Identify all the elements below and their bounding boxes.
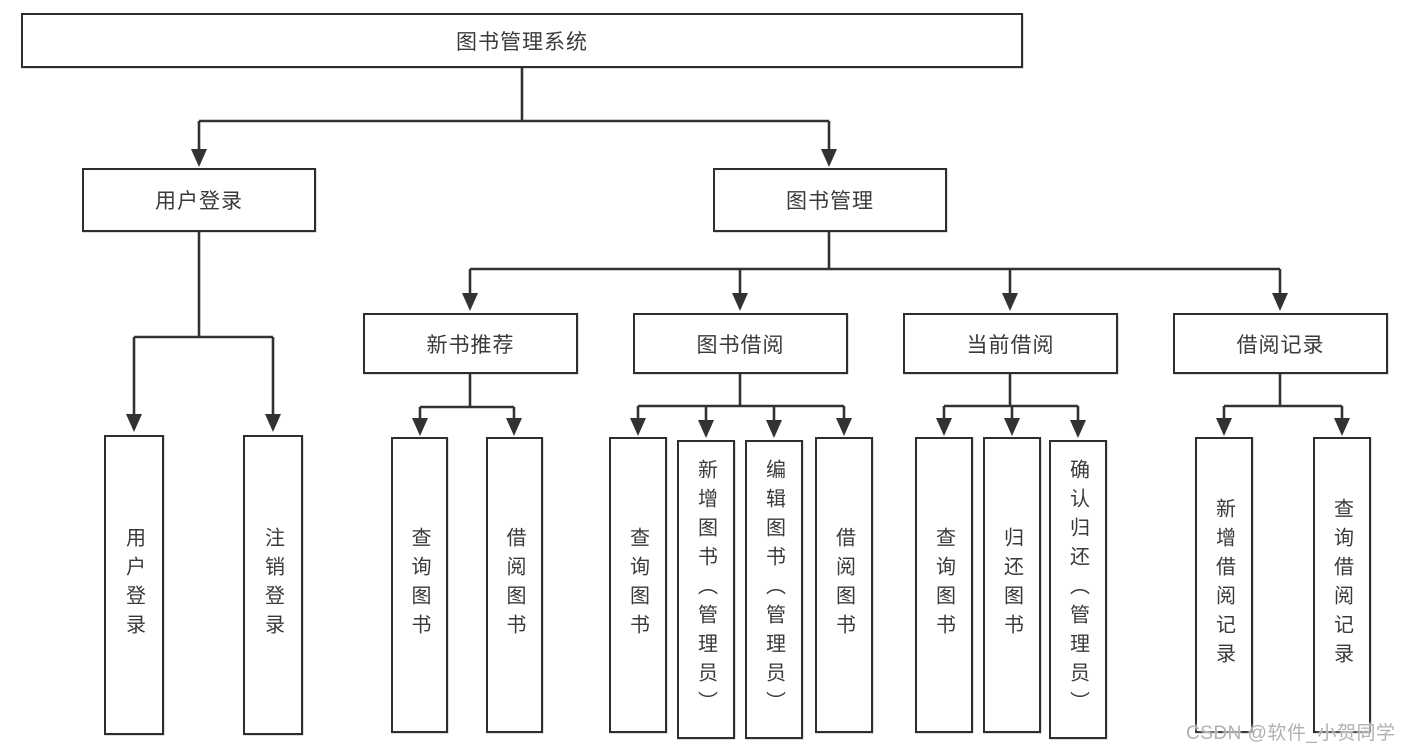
leaf-logout: 注销登录 — [243, 435, 303, 735]
leaf-query-borrow-record: 查询借阅记录 — [1313, 437, 1371, 733]
node-book-management: 图书管理 — [713, 168, 947, 232]
leaf-user-login: 用户登录 — [104, 435, 164, 735]
node-user-login: 用户登录 — [82, 168, 316, 232]
leaf-add-borrow-record: 新增借阅记录 — [1195, 437, 1253, 733]
node-current-borrowing: 当前借阅 — [903, 313, 1118, 374]
watermark-csdn: CSDN @软件_小贺同学 — [1186, 723, 1396, 744]
leaf-query-books-recommend: 查询图书 — [391, 437, 448, 733]
leaf-borrow-books-recommend: 借阅图书 — [486, 437, 543, 733]
node-library-management-system: 图书管理系统 — [21, 13, 1023, 68]
node-book-borrowing: 图书借阅 — [633, 313, 848, 374]
leaf-query-books-current: 查询图书 — [915, 437, 973, 733]
leaf-query-books-borrowing: 查询图书 — [609, 437, 667, 733]
leaf-return-book: 归还图书 — [983, 437, 1041, 733]
leaf-borrow-books-borrowing: 借阅图书 — [815, 437, 873, 733]
leaf-edit-book-admin: 编辑图书（管理员） — [745, 440, 803, 739]
leaf-confirm-return-admin: 确认归还（管理员） — [1049, 440, 1107, 739]
node-borrowing-records: 借阅记录 — [1173, 313, 1388, 374]
leaf-add-book-admin: 新增图书（管理员） — [677, 440, 735, 739]
node-new-book-recommendation: 新书推荐 — [363, 313, 578, 374]
